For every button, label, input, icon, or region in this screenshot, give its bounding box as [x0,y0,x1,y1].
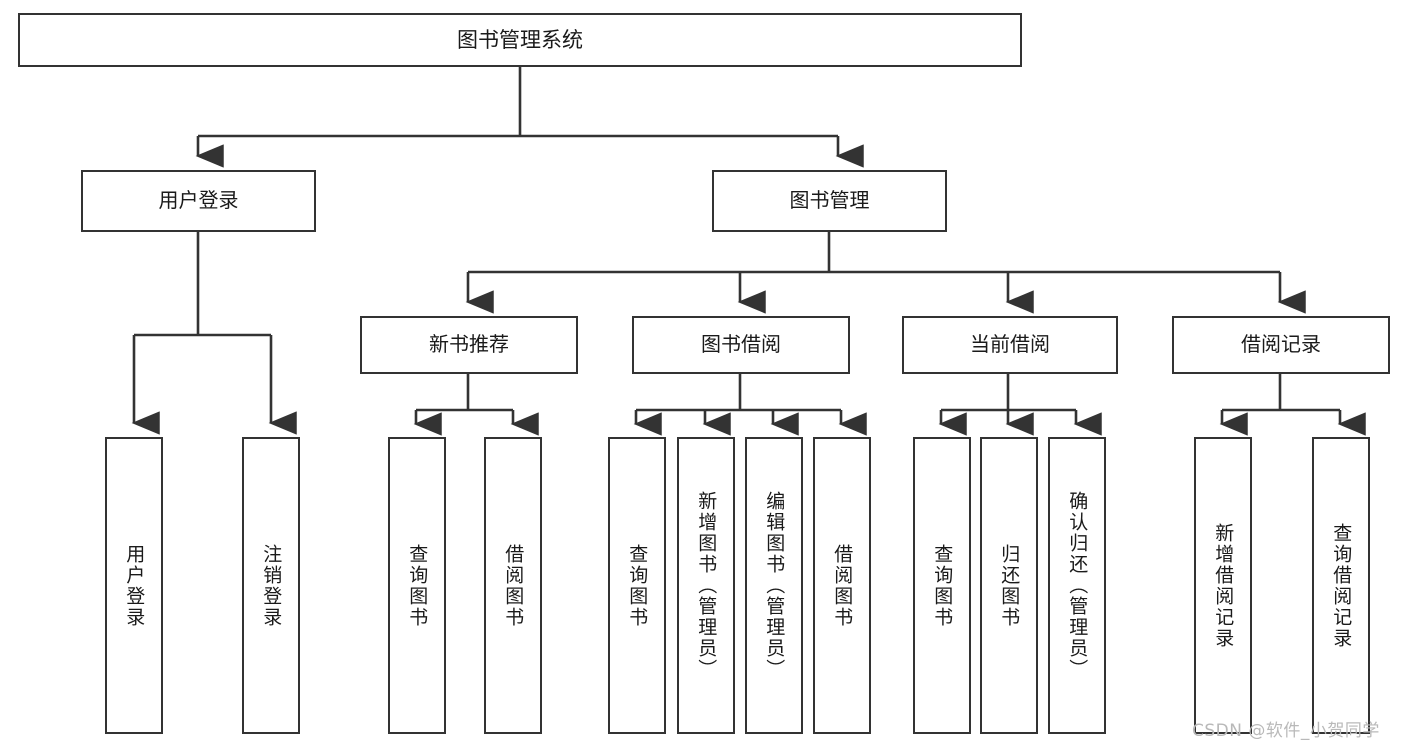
csdn-watermark: CSDN @软件_小贺同学 [1192,721,1380,741]
node-book-borrow[interactable]: 图书借阅 [632,316,850,374]
node-new-book-recommend[interactable]: 新书推荐 [360,316,578,374]
leaf-return-book[interactable]: 归还图书 [980,437,1038,734]
leaf-label: 新增借阅记录 [1212,522,1235,649]
leaf-label: 归还图书 [998,543,1021,628]
leaf-label: 查询图书 [931,543,954,628]
leaf-add-borrow-record[interactable]: 新增借阅记录 [1194,437,1252,734]
leaf-borrow-book[interactable]: 借阅图书 [813,437,871,734]
leaf-label: 确认归还（管理员） [1066,491,1089,680]
leaf-query-book-borrow[interactable]: 查询图书 [608,437,666,734]
leaf-label: 新增图书（管理员） [695,491,718,680]
node-borrow-record[interactable]: 借阅记录 [1172,316,1390,374]
leaf-label: 查询借阅记录 [1330,522,1353,649]
leaf-label: 编辑图书（管理员） [763,491,786,680]
leaf-query-borrow-record[interactable]: 查询借阅记录 [1312,437,1370,734]
leaf-query-book-current[interactable]: 查询图书 [913,437,971,734]
leaf-query-book-recommend[interactable]: 查询图书 [388,437,446,734]
leaf-user-login[interactable]: 用户登录 [105,437,163,734]
leaf-edit-book-admin[interactable]: 编辑图书（管理员） [745,437,803,734]
leaf-add-book-admin[interactable]: 新增图书（管理员） [677,437,735,734]
leaf-label: 注销登录 [260,543,283,628]
leaf-label: 借阅图书 [831,543,854,628]
leaf-label: 查询图书 [626,543,649,628]
node-book-manage[interactable]: 图书管理 [712,170,947,232]
leaf-label: 查询图书 [406,543,429,628]
leaf-logout-login[interactable]: 注销登录 [242,437,300,734]
node-root-system[interactable]: 图书管理系统 [18,13,1022,67]
leaf-label: 借阅图书 [502,543,525,628]
node-user-login[interactable]: 用户登录 [81,170,316,232]
leaf-borrow-book-recommend[interactable]: 借阅图书 [484,437,542,734]
leaf-confirm-return-admin[interactable]: 确认归还（管理员） [1048,437,1106,734]
leaf-label: 用户登录 [123,543,146,628]
node-current-borrow[interactable]: 当前借阅 [902,316,1118,374]
